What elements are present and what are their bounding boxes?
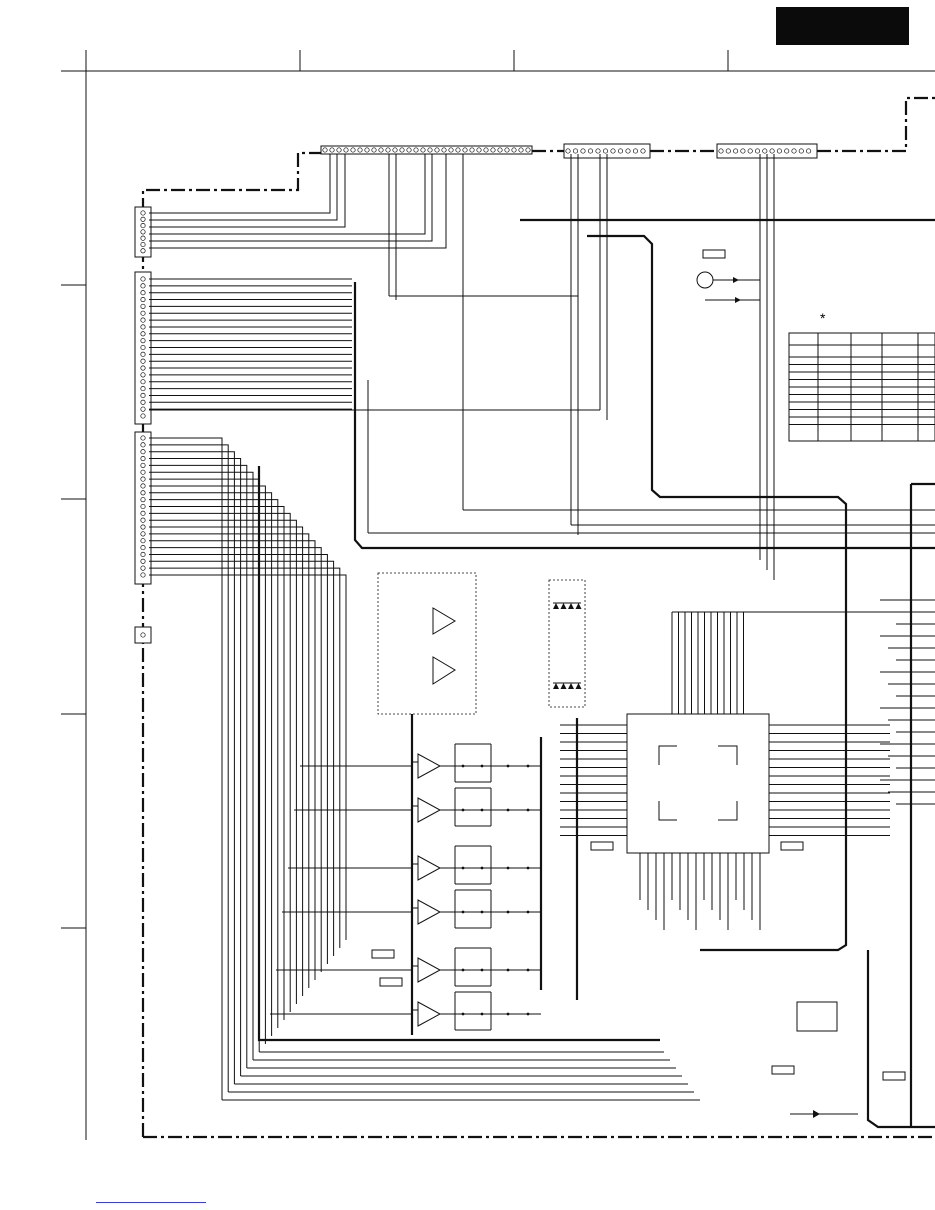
spec-table bbox=[788, 332, 935, 442]
transistor bbox=[696, 271, 760, 303]
label-tag bbox=[882, 1071, 906, 1081]
opamp-2 bbox=[432, 656, 456, 685]
label-tag bbox=[371, 949, 395, 959]
sheet-frame bbox=[61, 50, 935, 1140]
label-tag bbox=[590, 841, 614, 851]
label-tag bbox=[379, 977, 403, 987]
label-tag bbox=[771, 1065, 795, 1075]
signal-wires bbox=[140, 148, 935, 1101]
diode-array-outline bbox=[548, 579, 586, 708]
title-block bbox=[776, 7, 909, 45]
footer-link-underline[interactable] bbox=[96, 1202, 206, 1203]
filter-opamp-ladder bbox=[270, 743, 541, 1031]
diode-array bbox=[553, 602, 582, 689]
regulator-ic bbox=[796, 1001, 838, 1032]
label-tag bbox=[780, 841, 804, 851]
label-tag bbox=[702, 249, 726, 259]
opamp-module-outline bbox=[377, 572, 477, 715]
main-ic bbox=[560, 611, 935, 930]
ground-buses bbox=[257, 218, 935, 1129]
table-marker: * bbox=[820, 310, 826, 326]
board-outline bbox=[141, 96, 935, 1139]
top-connector-1 bbox=[320, 145, 533, 155]
opamp-1 bbox=[432, 607, 456, 635]
